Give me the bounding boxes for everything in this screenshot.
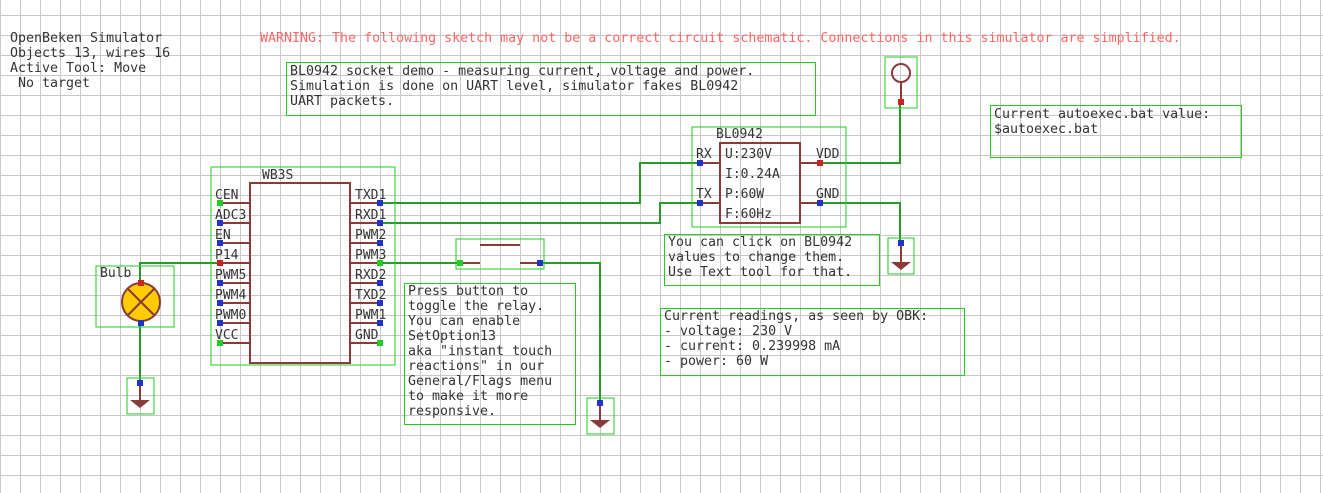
- wires: [139, 102, 901, 403]
- wire-button-ground[interactable]: [540, 262, 601, 403]
- click-hint-box[interactable]: You can click on BL0942 values to change…: [664, 234, 880, 286]
- ground-button[interactable]: [586, 397, 615, 435]
- wb3s-pin-label-p14: P14: [215, 248, 239, 263]
- wb3s-pin-label-pwm0: PWM0: [215, 308, 246, 323]
- bl0942-voltage[interactable]: U:230V: [725, 147, 772, 162]
- wb3s-pin-connector[interactable]: [377, 220, 383, 226]
- wb3s-pin-connector[interactable]: [217, 200, 223, 206]
- wb3s-pin-connector[interactable]: [377, 280, 383, 286]
- power-source-icon: [891, 63, 911, 83]
- object-count: Objects 13, wires 16: [10, 46, 171, 61]
- wb3s-pin-connector[interactable]: [377, 320, 383, 326]
- wb3s-pin-connector[interactable]: [377, 300, 383, 306]
- ground-icon: [590, 420, 610, 428]
- relay-hint-note: Press button to toggle the relay. You ca…: [408, 284, 553, 419]
- autoexec-note: Current autoexec.bat value: $autoexec.ba…: [994, 107, 1211, 137]
- ground-icon: [891, 262, 911, 270]
- autoexec-note-box[interactable]: Current autoexec.bat value: $autoexec.ba…: [990, 105, 1242, 158]
- relay-hint-box[interactable]: Press button to toggle the relay. You ca…: [404, 283, 576, 425]
- wb3s-pin-connector[interactable]: [377, 260, 383, 266]
- wire-gnd-ground[interactable]: [820, 202, 901, 243]
- demo-note: BL0942 socket demo - measuring current, …: [290, 64, 755, 109]
- wire-p14-bulb[interactable]: [139, 262, 220, 383]
- wb3s-pin-label-en: EN: [215, 228, 231, 243]
- wb3s-title: WB3S: [262, 168, 293, 183]
- wb3s-pin-label-gnd: GND: [355, 328, 379, 343]
- wb3s-pin-label-txd2: TXD2: [355, 288, 386, 303]
- relay-button[interactable]: [455, 238, 545, 270]
- wb3s-pin-label-pwm4: PWM4: [215, 288, 246, 303]
- wire-rxd1-tx[interactable]: [380, 202, 720, 224]
- wb3s-pin-connector[interactable]: [377, 340, 383, 346]
- bl0942-title: BL0942: [716, 127, 763, 142]
- wb3s-pin-label-adc3: ADC3: [215, 208, 246, 223]
- wb3s-pin-connector[interactable]: [217, 220, 223, 226]
- wb3s-pin-connector[interactable]: [217, 280, 223, 286]
- bl0942-module[interactable]: BL0942 RX TX VDD GND U:230V I:0.24A P:60…: [691, 126, 847, 228]
- wb3s-pin-label-rxd2: RXD2: [355, 268, 386, 283]
- bl0942-tx-label: TX: [696, 187, 712, 202]
- active-tool: Active Tool: Move: [10, 61, 147, 76]
- bl0942-frequency[interactable]: F:60Hz: [725, 207, 772, 222]
- ground-bulb[interactable]: [126, 377, 155, 415]
- target-status: No target: [10, 76, 91, 91]
- bulb[interactable]: Bulb: [95, 265, 175, 328]
- wb3s-pin-connector[interactable]: [217, 260, 223, 266]
- readings-note: Current readings, as seen by OBK: - volt…: [664, 309, 929, 369]
- demo-note-box[interactable]: BL0942 socket demo - measuring current, …: [286, 62, 816, 116]
- readings-box[interactable]: Current readings, as seen by OBK: - volt…: [660, 308, 965, 376]
- click-hint-note: You can click on BL0942 values to change…: [668, 235, 853, 280]
- wb3s-pin-connector[interactable]: [217, 300, 223, 306]
- bulb-label: Bulb: [100, 266, 131, 281]
- wb3s-pin-label-pwm3: PWM3: [355, 248, 386, 263]
- wb3s-pin-label-rxd1: RXD1: [355, 208, 386, 223]
- ground-bl0942[interactable]: [887, 237, 915, 275]
- warning-banner: WARNING: The following sketch may not be…: [260, 31, 1181, 46]
- bl0942-rx-label: RX: [696, 147, 712, 162]
- bl0942-vdd-label: VDD: [816, 147, 840, 162]
- wb3s-pin-connector[interactable]: [217, 240, 223, 246]
- wb3s-pin-connector[interactable]: [217, 320, 223, 326]
- wb3s-pin-label-pwm1: PWM1: [355, 308, 386, 323]
- wire-vdd-source[interactable]: [820, 102, 901, 164]
- wb3s-pin-label-txd1: TXD1: [355, 188, 386, 203]
- bl0942-gnd-label: GND: [816, 187, 840, 202]
- wb3s-pin-connector[interactable]: [377, 200, 383, 206]
- ground-icon: [130, 400, 150, 408]
- bl0942-power[interactable]: P:60W: [725, 187, 764, 202]
- wb3s-pin-label-pwm2: PWM2: [355, 228, 386, 243]
- wb3s-pin-label-vcc: VCC: [215, 328, 238, 343]
- wire-txd1-rx[interactable]: [380, 162, 720, 204]
- wb3s-pin-label-pwm5: PWM5: [215, 268, 246, 283]
- app-title: OpenBeken Simulator: [10, 31, 163, 46]
- bl0942-current[interactable]: I:0.24A: [725, 167, 780, 182]
- wb3s-pin-connector[interactable]: [377, 240, 383, 246]
- vdd-source[interactable]: [884, 56, 918, 109]
- wb3s-pin-connector[interactable]: [217, 340, 223, 346]
- wb3s-pin-label-cen: CEN: [215, 188, 238, 203]
